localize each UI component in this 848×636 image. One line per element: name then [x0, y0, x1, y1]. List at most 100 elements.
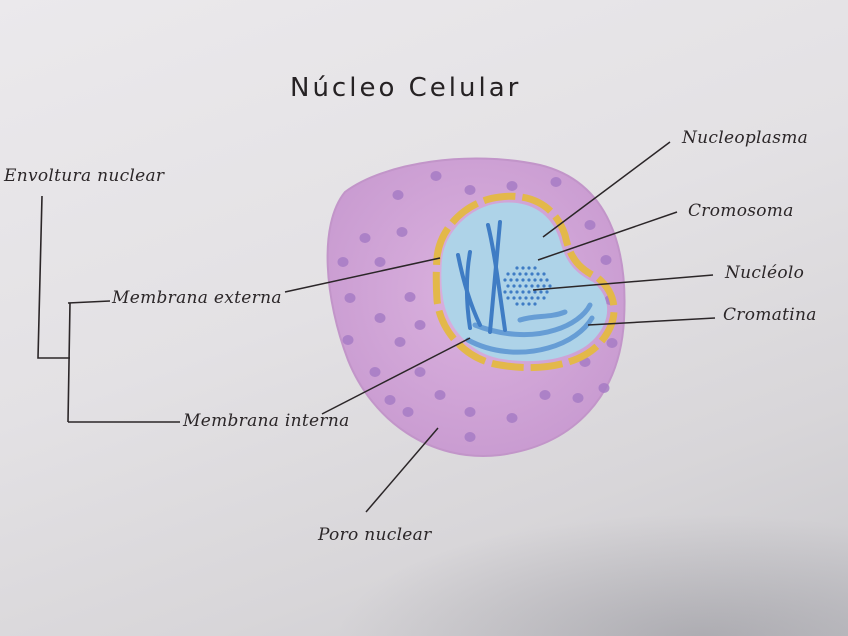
nuclear-pore: [464, 432, 476, 442]
nucleolus-dot: [515, 302, 519, 306]
nuclear-pore: [402, 407, 414, 417]
nucleolus-dot: [521, 302, 525, 306]
nuclear-pore: [572, 393, 584, 403]
nucleolus-dot: [530, 296, 534, 300]
nucleolus-dot: [527, 290, 531, 294]
nuclear-pore: [464, 185, 476, 195]
nuclear-pore: [359, 233, 371, 243]
label-membrana-interna: Membrana interna: [183, 411, 350, 431]
nuclear-pore: [369, 367, 381, 377]
nucleolus-dot: [536, 296, 540, 300]
nuclear-pore: [414, 367, 426, 377]
nucleolus-dot: [533, 266, 537, 270]
nucleoplasm-area: [441, 202, 608, 362]
nucleolus-dot: [536, 272, 540, 276]
label-envoltura-nuclear: Envoltura nuclear: [4, 166, 165, 186]
nuclear-pore: [434, 390, 446, 400]
leader-nucleolo: [532, 274, 714, 291]
nuclear-pore: [344, 293, 356, 303]
nuclear-pore: [464, 407, 476, 417]
leader-nucleoplasma: [542, 141, 671, 238]
nucleolus-dot: [518, 284, 522, 288]
nucleolus-dot: [521, 278, 525, 282]
nuclear-pore: [414, 320, 426, 330]
nuclear-pore: [584, 220, 596, 230]
envelope-bracket: [37, 195, 180, 423]
nuclear-pore: [342, 335, 354, 345]
nucleolus-dot: [515, 290, 519, 294]
nucleolus-dot: [512, 296, 516, 300]
nucleolus-dot: [527, 278, 531, 282]
nucleolus-dot: [530, 284, 534, 288]
nucleolus-dot: [524, 284, 528, 288]
nuclear-pore: [600, 255, 612, 265]
nuclear-pore: [392, 190, 404, 200]
nuclear-pore: [374, 257, 386, 267]
chromosome-2b: [465, 250, 472, 330]
nucleolus-dot: [545, 290, 549, 294]
nucleolus-dot: [518, 296, 522, 300]
nuclear-pore: [396, 227, 408, 237]
nucleolus-dot: [530, 272, 534, 276]
nucleolus-dot: [536, 284, 540, 288]
label-cromatina: Cromatina: [723, 305, 817, 325]
nucleolus-dot: [542, 284, 546, 288]
diagram-title: Núcleo Celular: [290, 73, 522, 103]
nuclear-pore: [430, 171, 442, 181]
nucleolus-dot: [542, 296, 546, 300]
nucleolus-dot: [539, 278, 543, 282]
leader-membrana-externa: [284, 257, 441, 293]
nucleolus-dot: [533, 302, 537, 306]
nuclear-pore: [550, 177, 562, 187]
nucleolus-dot: [527, 302, 531, 306]
nucleolus-dot: [548, 284, 552, 288]
nuclear-pore: [539, 390, 551, 400]
nucleolus-dot: [512, 284, 516, 288]
nucleolus-dot: [509, 278, 513, 282]
nucleolus-dot: [527, 266, 531, 270]
leader-cromosoma: [537, 211, 678, 261]
nucleolus-dot: [506, 296, 510, 300]
nuclear-pore: [506, 181, 518, 191]
nucleolus-dot: [539, 290, 543, 294]
nuclear-pore: [606, 338, 618, 348]
inner-membrane: [432, 192, 618, 372]
nucleolus-dot: [524, 272, 528, 276]
label-nucleolo: Nucléolo: [725, 263, 805, 283]
leader-cromatina: [587, 317, 716, 326]
nucleolus-dot: [506, 272, 510, 276]
nucleolus-dot: [545, 278, 549, 282]
nucleolus-dot: [515, 266, 519, 270]
nucleolus-dot: [506, 284, 510, 288]
nuclear-pore: [506, 413, 518, 423]
chromosome-1b: [488, 220, 502, 334]
nuclear-pore: [384, 395, 396, 405]
nucleolus-dot: [503, 278, 507, 282]
nucleolus-dot: [524, 296, 528, 300]
label-nucleoplasma: Nucleoplasma: [682, 128, 809, 148]
leader-lines: [284, 141, 716, 513]
nucleolus-dot: [533, 278, 537, 282]
label-poro-nuclear: Poro nuclear: [318, 525, 432, 545]
nucleolus: [503, 266, 552, 306]
leader-poro-nuclear: [365, 427, 439, 513]
nucleolus-dot: [503, 290, 507, 294]
nuclear-pore: [374, 313, 386, 323]
nucleolus-dot: [518, 272, 522, 276]
leader-membrana-interna: [321, 337, 471, 415]
nucleolus-dot: [521, 290, 525, 294]
nuclear-pore: [337, 257, 349, 267]
nucleolus-dot: [533, 290, 537, 294]
label-cromosoma: Cromosoma: [688, 201, 794, 221]
chromatin: [465, 302, 595, 355]
nucleolus-dot: [515, 278, 519, 282]
label-membrana-externa: Membrana externa: [112, 288, 282, 308]
nuclear-pore: [394, 337, 406, 347]
nucleolus-dot: [521, 266, 525, 270]
nucleolus-dot: [509, 290, 513, 294]
nucleolus-dot: [512, 272, 516, 276]
nuclear-pore: [404, 292, 416, 302]
chromosome-group: [456, 220, 507, 334]
